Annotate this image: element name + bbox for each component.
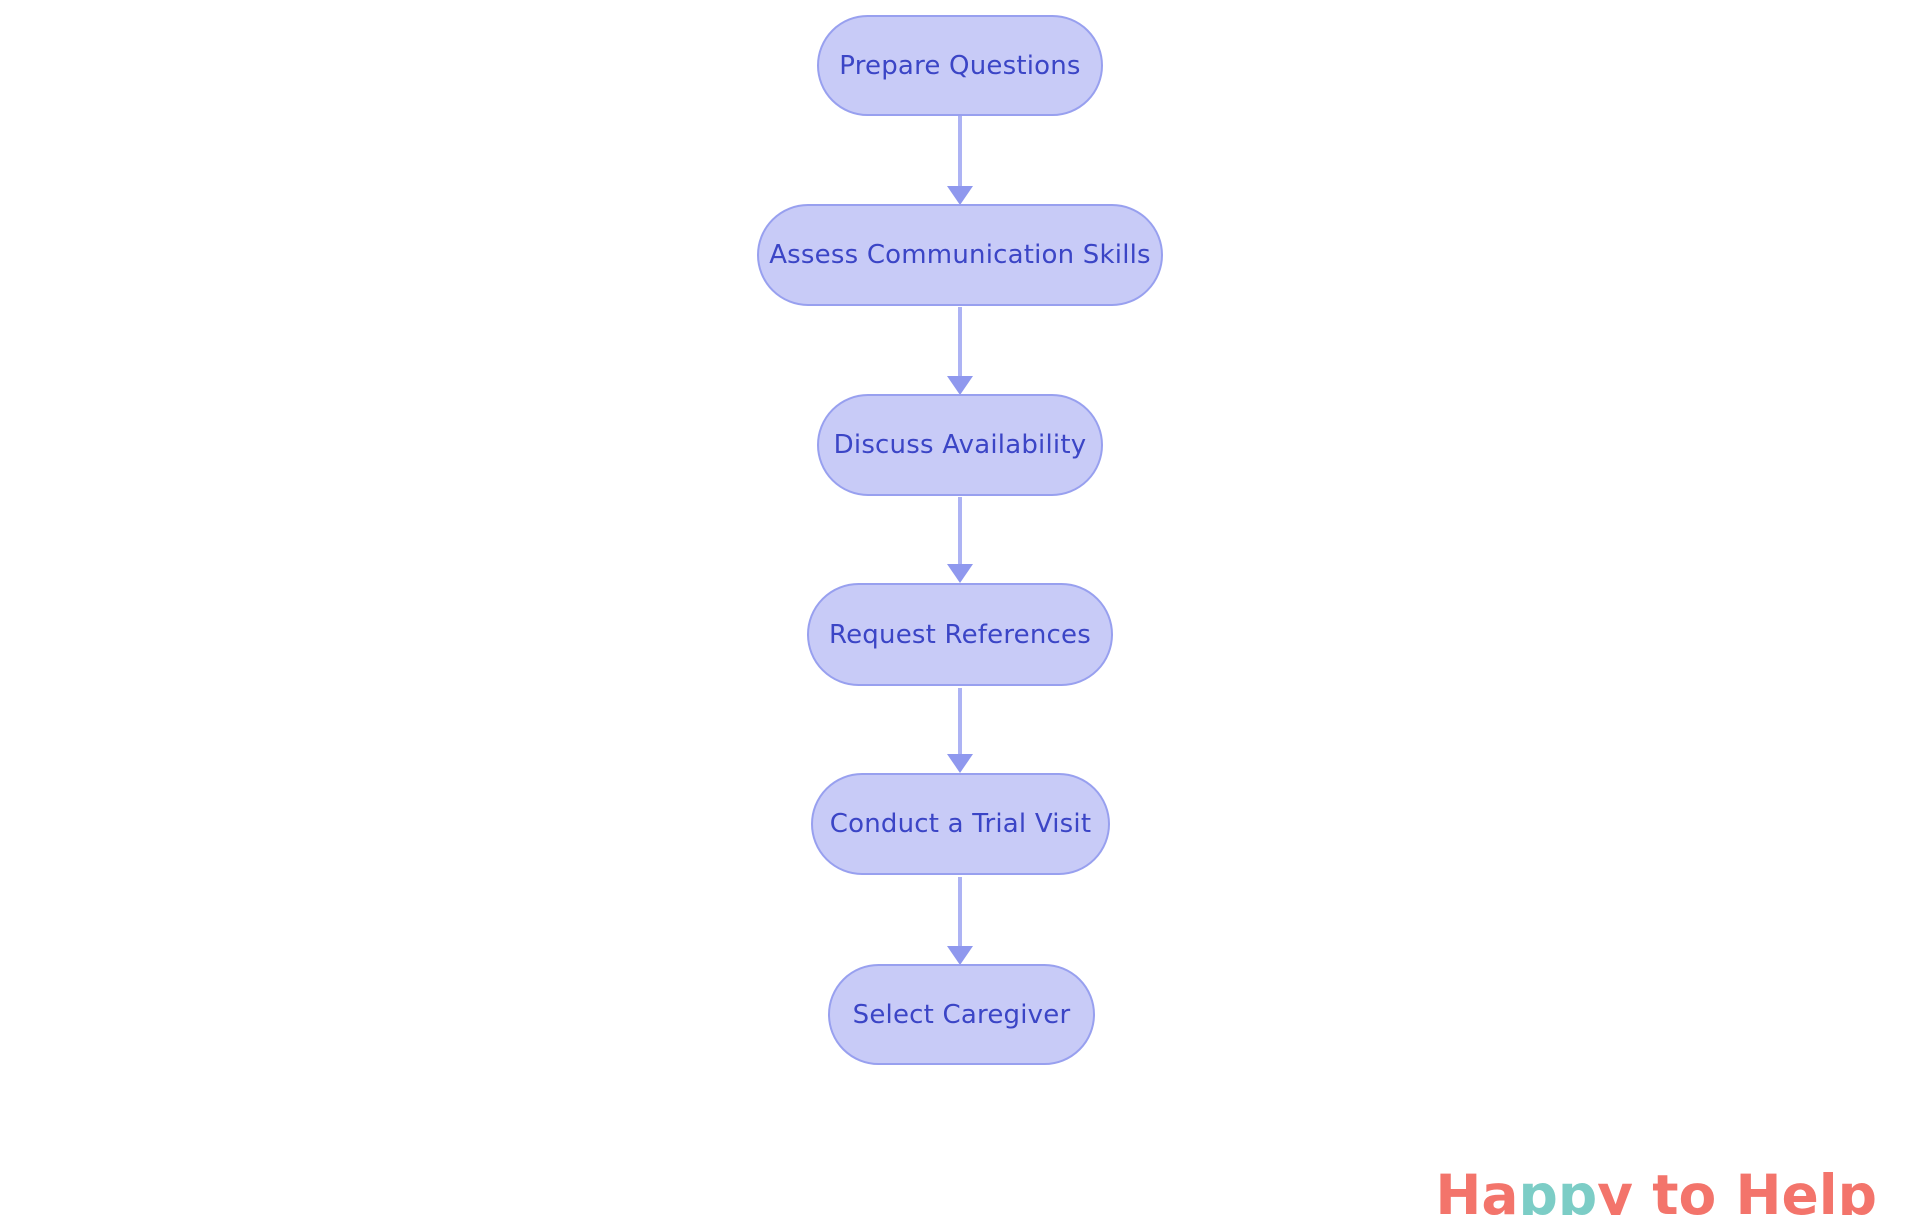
wordmark-segment-ha: Ha	[1435, 1163, 1519, 1215]
wordmark-segment-pp-wrap: pp	[1518, 1164, 1597, 1215]
flow-node-assess-communication-skills: Assess Communication Skills	[757, 204, 1163, 306]
brand-wordmark: Happ y to Help	[1320, 1101, 1877, 1215]
arrow-down-icon	[947, 877, 973, 965]
flow-node-discuss-availability: Discuss Availability	[817, 394, 1103, 496]
flow-node-conduct-trial-visit: Conduct a Trial Visit	[811, 773, 1110, 875]
flow-node-label: Conduct a Trial Visit	[829, 809, 1092, 839]
wordmark-segment-pp: pp	[1518, 1163, 1598, 1215]
arrow-down-icon	[947, 307, 973, 395]
arrow-down-icon	[947, 116, 973, 205]
flow-node-label: Request References	[829, 619, 1091, 650]
arrow-down-icon	[947, 497, 973, 583]
flow-node-request-references: Request References	[807, 583, 1113, 686]
flow-node-label: Select Caregiver	[852, 999, 1071, 1030]
flow-node-label: Assess Communication Skills	[769, 240, 1151, 270]
brand-logo: Happ y to Help caregiving	[1320, 1101, 1877, 1215]
flow-node-label: Prepare Questions	[839, 50, 1081, 81]
flow-node-label: Discuss Availability	[833, 430, 1087, 460]
arrow-down-icon	[947, 688, 973, 773]
flow-node-select-caregiver: Select Caregiver	[828, 964, 1095, 1065]
flow-node-prepare-questions: Prepare Questions	[817, 15, 1103, 116]
wordmark-segment-y-to-help: y to Help	[1597, 1163, 1877, 1215]
